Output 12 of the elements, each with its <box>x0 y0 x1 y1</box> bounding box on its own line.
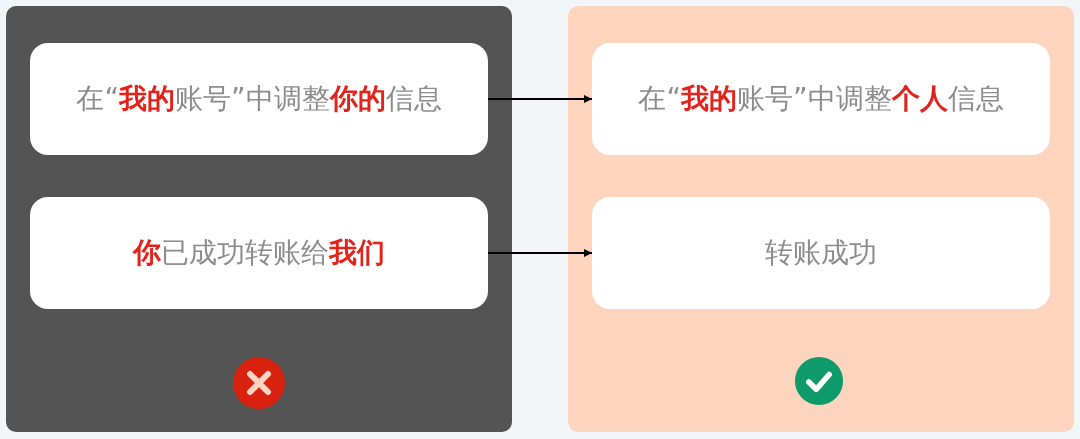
message-text: 在“我的账号”中调整个人信息 <box>638 81 1004 117</box>
panel <box>568 6 1074 432</box>
arrow <box>487 249 593 257</box>
message-text: 在“我的账号”中调整你的信息 <box>76 81 442 117</box>
arrow <box>487 95 593 103</box>
message-card <box>30 197 488 309</box>
message-card <box>592 43 1050 155</box>
panel <box>6 6 512 432</box>
message-text: 你已成功转账给我们 <box>133 235 385 271</box>
message-card <box>592 197 1050 309</box>
message-text: 转账成功 <box>765 235 877 271</box>
message-card <box>30 43 488 155</box>
